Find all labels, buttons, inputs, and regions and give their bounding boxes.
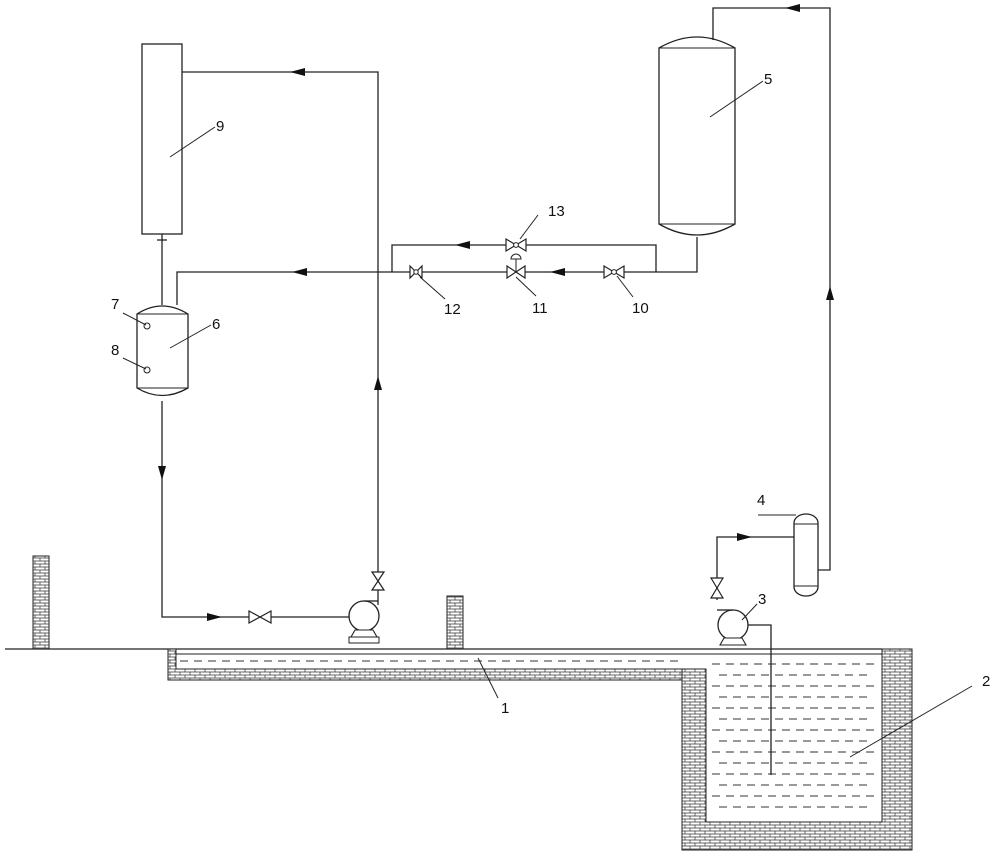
tank-water-dashes [712,663,874,808]
valve-10-icon [603,264,625,280]
valve-12-icon [409,264,423,280]
separator-6 [136,305,189,397]
label-7: 7 [111,296,119,313]
label-2: 2 [982,673,990,690]
pump-3-icon [717,609,749,646]
label-5: 5 [764,71,772,88]
valve-pump-inlet-icon [248,609,272,625]
water-tank [681,648,913,851]
part-labels: 9 5 6 7 8 13 11 12 10 3 4 1 2 [111,71,990,717]
label-10: 10 [632,300,649,317]
pump-left-icon [348,600,380,644]
label-12: 12 [444,301,461,318]
label-9: 9 [216,118,224,135]
sensor-8-icon [143,366,151,374]
tower-9 [141,43,183,305]
label-13: 13 [548,203,565,220]
valve-pump-left-outlet-icon [370,571,386,591]
label-3: 3 [758,591,766,608]
flow-arrows [158,4,834,621]
label-1: 1 [501,700,509,717]
label-6: 6 [212,316,220,333]
label-8: 8 [111,342,119,359]
leader-lines [122,80,973,758]
filter-4 [793,513,819,597]
label-4: 4 [757,492,765,509]
label-11: 11 [532,300,548,317]
valve-pump-right-outlet-icon [709,577,725,599]
valve-11-icon [506,253,526,280]
tank-5 [658,36,736,236]
valve-13-icon [505,237,527,253]
brick-pillar-left [32,555,50,650]
brick-pillar-middle [446,595,464,650]
